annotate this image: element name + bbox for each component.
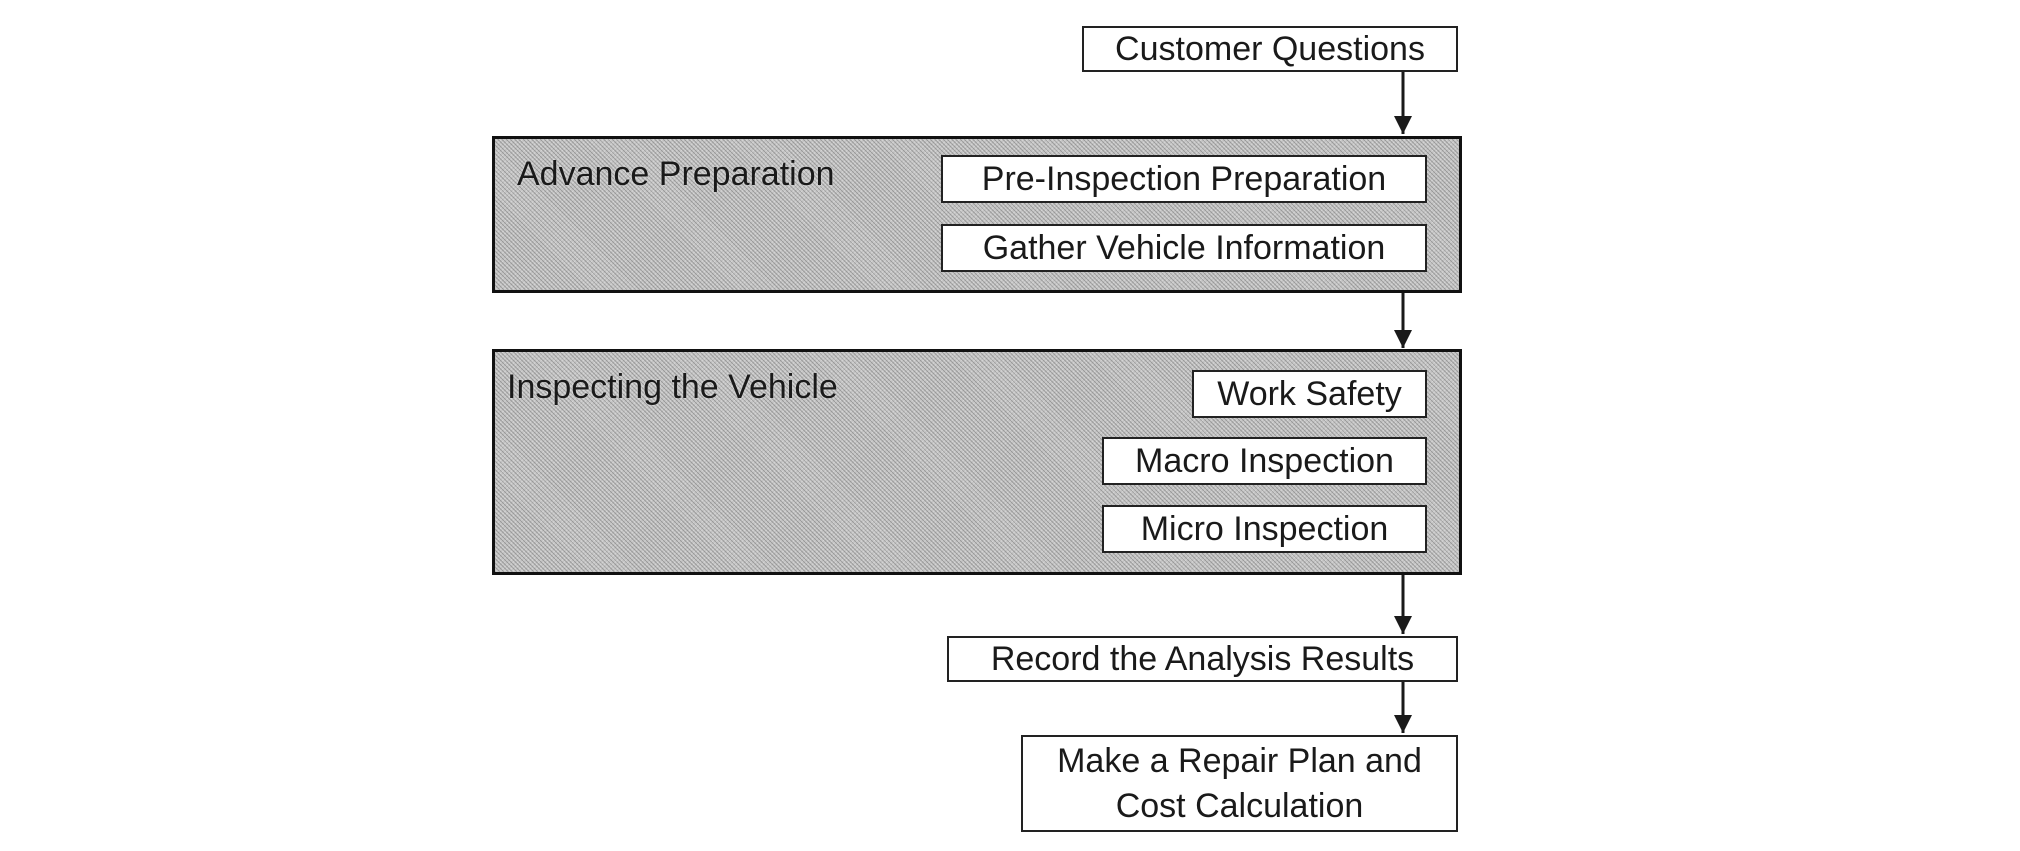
record-analysis-results-label: Record the Analysis Results [990,639,1415,678]
gather-vehicle-information-label: Gather Vehicle Information [982,228,1386,267]
gather-vehicle-information-box: Gather Vehicle Information [941,224,1427,272]
macro-inspection-label: Macro Inspection [1135,441,1394,480]
repair-plan-label-line1: Make a Repair Plan and [1057,742,1422,781]
micro-inspection-box: Micro Inspection [1102,505,1427,553]
inspecting-vehicle-title: Inspecting the Vehicle [507,368,838,406]
pre-inspection-preparation-label: Pre-Inspection Preparation [981,159,1387,198]
record-analysis-results-box: Record the Analysis Results [947,636,1458,682]
customer-questions-box: Customer Questions [1082,26,1458,72]
work-safety-label: Work Safety [1217,374,1402,413]
customer-questions-label: Customer Questions [1115,29,1425,68]
repair-plan-box: Make a Repair Plan and Cost Calculation [1021,735,1458,832]
repair-plan-label-line2: Cost Calculation [1115,786,1364,825]
macro-inspection-box: Macro Inspection [1102,437,1427,485]
micro-inspection-label: Micro Inspection [1140,509,1389,548]
pre-inspection-preparation-box: Pre-Inspection Preparation [941,155,1427,203]
work-safety-box: Work Safety [1192,370,1427,418]
advance-preparation-title: Advance Preparation [517,155,835,193]
